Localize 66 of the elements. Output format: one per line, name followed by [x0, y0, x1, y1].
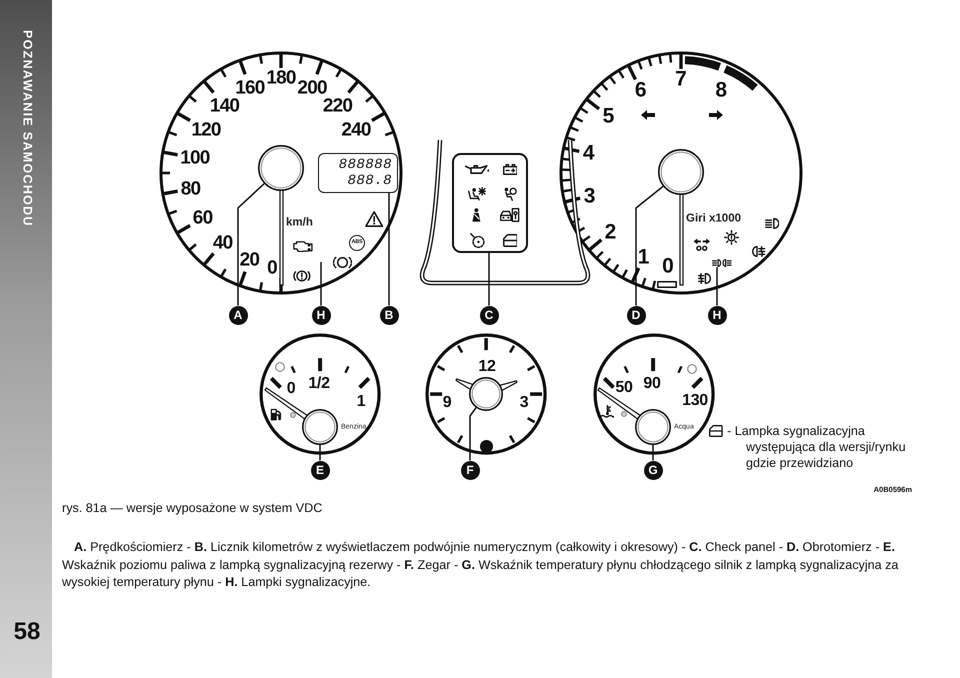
scale-number: 220 — [322, 96, 352, 116]
scale-number: 8 — [715, 80, 728, 101]
display-digits: 888888 — [338, 157, 392, 173]
needle-hub — [469, 377, 503, 411]
callout-letter: A — [228, 306, 248, 324]
scale-number: 60 — [192, 208, 212, 228]
scale-number: 3 — [584, 185, 596, 206]
description-text: A. Prędkościomierz - B. Licznik kilometrów z wyświetlaczem podwójnie numerycznym (całkowity i okresowy) - C. Check panel - D. Obrotomierz - E. Wskaźnik poziomu paliwa z lampką sygnalizacyjną rezerwy - F. Zegar - G. Wskaźnik temperatury płynu chłodzącego silnik z lampką sygnalizacyjna za wysokiej temperatury płynu - H. Lampki sygnalizacyjne. — [62, 539, 900, 591]
scale-number: 0 — [662, 256, 674, 276]
callout-letter: C — [480, 306, 498, 324]
callout-letter: G — [644, 460, 662, 480]
scale-number: 7 — [675, 68, 687, 90]
scale-number: 1/2 — [308, 376, 330, 392]
section-heading: POZNAWANIE SAMOCHODU — [21, 30, 34, 227]
scale-number: 20 — [240, 250, 260, 270]
side-lights-icon — [712, 259, 732, 267]
scale-number: 120 — [191, 120, 221, 140]
scale-number: 40 — [212, 233, 232, 252]
scale-number: 160 — [235, 78, 265, 98]
callout-letter: H — [708, 306, 726, 324]
scale-number: 2 — [604, 222, 616, 243]
scale-number: 12 — [478, 359, 496, 375]
scale-number: 0 — [286, 381, 296, 397]
display-digits: 888.8 — [346, 173, 392, 189]
scale-number: 140 — [210, 96, 240, 116]
scale-number: 180 — [266, 68, 296, 88]
legend-text: - Lampka sygnalizacyjna występująca dla wersji/rynku gdzie przewidziano — [727, 423, 907, 471]
scale-number: 50 — [615, 380, 633, 396]
leader-line — [635, 186, 664, 306]
callout-letter: H — [312, 306, 330, 324]
scale-number: 100 — [180, 148, 210, 168]
needle-hub — [302, 409, 338, 445]
scale-number: 5 — [602, 106, 614, 127]
page-number: 58 — [14, 620, 40, 644]
scale-number: 200 — [297, 78, 327, 98]
callout-letter: E — [310, 460, 330, 480]
leader-line — [488, 253, 490, 306]
figure-caption: rys. 81a — wersje wyposażone w system VDC — [62, 502, 322, 515]
scale-number: 9 — [442, 395, 452, 411]
leader-line — [388, 193, 390, 306]
needle-hub — [658, 149, 704, 195]
scale-number: 130 — [682, 393, 708, 409]
scale-number: 6 — [634, 80, 647, 101]
scale-number: 1 — [638, 246, 650, 268]
needle-hub — [258, 145, 304, 191]
scale-number: 4 — [582, 142, 595, 164]
scale-number: 0 — [267, 258, 277, 278]
callout-letter: B — [380, 306, 398, 324]
leader-line — [237, 183, 265, 306]
unit-label: Giri x1000 — [686, 213, 741, 225]
unit-label: km/h — [286, 217, 313, 229]
callout-letter: D — [626, 306, 646, 324]
scale-number: 3 — [520, 395, 528, 411]
leader-line — [716, 267, 718, 306]
needle-hub — [635, 409, 671, 445]
leader-line — [319, 445, 321, 460]
scale-number: 80 — [180, 179, 200, 198]
leader-line — [652, 445, 654, 460]
scale-number: 90 — [643, 376, 661, 392]
scale-number: 1 — [356, 394, 366, 410]
scale-number: 240 — [341, 120, 371, 140]
odometer-display — [318, 153, 398, 193]
leader-line — [320, 262, 322, 306]
leader-line — [469, 407, 477, 460]
callout-letter: F — [460, 460, 480, 480]
check-panel — [452, 153, 528, 253]
